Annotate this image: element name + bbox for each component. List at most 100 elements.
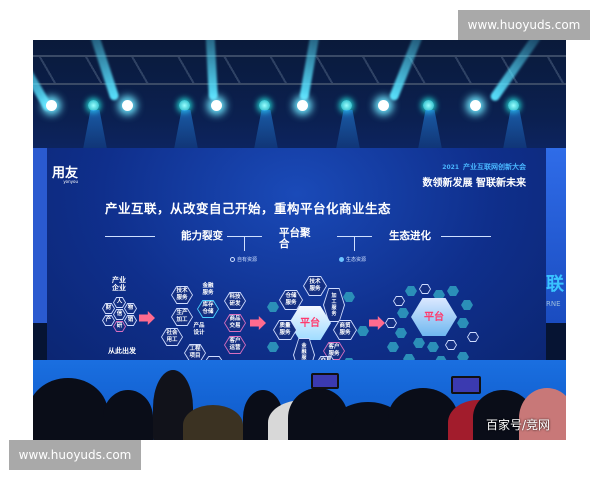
hex-finance: 财 (102, 303, 115, 314)
led-lamp (341, 100, 352, 111)
hex-storage-service: 仓储 服务 (279, 290, 303, 310)
hex-engineering-project: 工程 项目 (184, 344, 206, 362)
divider-line (441, 236, 491, 237)
hex-customer-service: 客户 服务 (323, 342, 345, 360)
eco-hex (387, 342, 399, 352)
hex-tech-rnd: 科技 研发 (224, 292, 246, 310)
eco-hex (457, 352, 469, 362)
spot-lamp (470, 100, 481, 111)
hex-social-labor: 社会 用工 (161, 328, 183, 346)
eco-hex (419, 284, 431, 294)
spot-lamp (297, 100, 308, 111)
led-lamp (179, 100, 190, 111)
eco-hex (405, 286, 417, 296)
stage-lighting-rig (33, 40, 566, 165)
hex-product-design: 产品 设计 (193, 323, 205, 336)
hex-trade-service: 商贸 服务 (333, 320, 357, 340)
legend-own-resources: 自有资源 (230, 256, 257, 263)
eco-hex (385, 318, 397, 328)
eco-resource-icon (339, 257, 344, 262)
eco-hex (433, 290, 445, 300)
side-screen-subtext: RNE (546, 300, 561, 308)
lighting-truss (33, 55, 566, 85)
hex-info: 信 (113, 309, 126, 320)
divider-tick (354, 236, 355, 251)
eco-hex (397, 308, 409, 318)
eco-hex (395, 328, 407, 338)
arrow-right-icon (139, 311, 155, 325)
hex-goods-trade: 商品 交易 (224, 314, 246, 332)
industry-enterprise-label: 产业 企业 (112, 276, 126, 292)
audience (33, 360, 566, 440)
phase-capability-fission: 能力裂变 (181, 230, 223, 242)
audience-jacket (183, 405, 243, 440)
brand-logo: 用友 yonyou (52, 162, 78, 184)
audience-pink-head (519, 388, 566, 440)
spot-lamp (46, 100, 57, 111)
eco-hex (403, 354, 415, 364)
raised-phone (451, 376, 481, 394)
arrow-right-icon (250, 316, 266, 330)
audience-head (103, 390, 153, 440)
event-slogan: 数领新发展 智联新未来 (422, 178, 526, 189)
brand-name: 用友 (52, 166, 79, 181)
spot-lamp (211, 100, 222, 111)
eco-hex (267, 342, 279, 352)
hex-production: 产 (102, 315, 115, 326)
photo-credit: 百家号/竞网 (486, 418, 551, 432)
right-side-screen: 联 RNE (546, 148, 566, 323)
led-lamp (508, 100, 519, 111)
event-photo: 联 RNE 用友 yonyou 2021 产业互联网创新大会 数领新发展 智联新未… (33, 40, 566, 440)
divider-line (105, 236, 155, 237)
divider-tick (244, 236, 245, 251)
watermark-top-right: www.huoyuds.com (458, 10, 590, 40)
arrow-right-icon (369, 316, 385, 330)
hex-production-processing: 生产 加工 (171, 308, 193, 326)
legend-eco-resources: 生态资源 (339, 256, 366, 263)
eco-hex (357, 326, 369, 336)
eco-hex (413, 338, 425, 348)
hex-people: 人 (113, 297, 126, 308)
audience-head (388, 388, 458, 440)
platform-hex: 平台 (289, 306, 331, 340)
led-lamp (88, 100, 99, 111)
hex-quality-service: 质量 服务 (273, 320, 297, 340)
eco-hex (393, 296, 405, 306)
eco-hex (343, 292, 355, 302)
phase-ecosystem-evolution: 生态进化 (389, 230, 431, 242)
raised-phone (311, 373, 339, 389)
left-side-screen (33, 148, 47, 323)
eco-hex (461, 300, 473, 310)
spot-lamp (122, 100, 133, 111)
event-name: 产业互联网创新大会 (463, 163, 526, 171)
event-badge: 2021 产业互联网创新大会 数领新发展 智联新未来 (423, 154, 526, 189)
spot-lamp (378, 100, 389, 111)
start-here-label: 从此出发 (108, 347, 136, 355)
watermark-bottom-left: www.huoyuds.com (9, 440, 141, 470)
eco-hex (427, 342, 439, 352)
hex-finance-service: 金融 服务 (202, 283, 214, 296)
own-resource-icon (230, 257, 235, 262)
eco-hex (457, 318, 469, 328)
eco-hex (467, 332, 479, 342)
light-beam (204, 40, 218, 101)
audience-head (33, 378, 108, 440)
eco-hex (445, 340, 457, 350)
hex-customer-operation: 客户 运营 (224, 336, 246, 354)
hex-sales: 销 (124, 315, 137, 326)
hex-rnd: 研 (113, 321, 126, 332)
platform-hex-evolved: 平台 (411, 298, 457, 336)
hex-tech-service: 技术 服务 (303, 276, 327, 296)
phase-platform-aggregation: 平台聚合 (279, 227, 311, 250)
event-year: 2021 (442, 164, 459, 171)
eco-hex (447, 286, 459, 296)
eco-hex (267, 302, 279, 312)
slide-title: 产业互联，从改变自己开始，重构平台化商业生态 (105, 201, 392, 216)
side-screen-text: 联 (546, 274, 564, 295)
led-lamp (423, 100, 434, 111)
hex-inventory-storage: 库存 仓储 (197, 300, 219, 318)
led-lamp (259, 100, 270, 111)
hex-processing-service: 加 工 服 务 (323, 288, 345, 322)
hex-material: 物 (124, 303, 137, 314)
hex-tech-service: 技术 服务 (171, 286, 193, 304)
